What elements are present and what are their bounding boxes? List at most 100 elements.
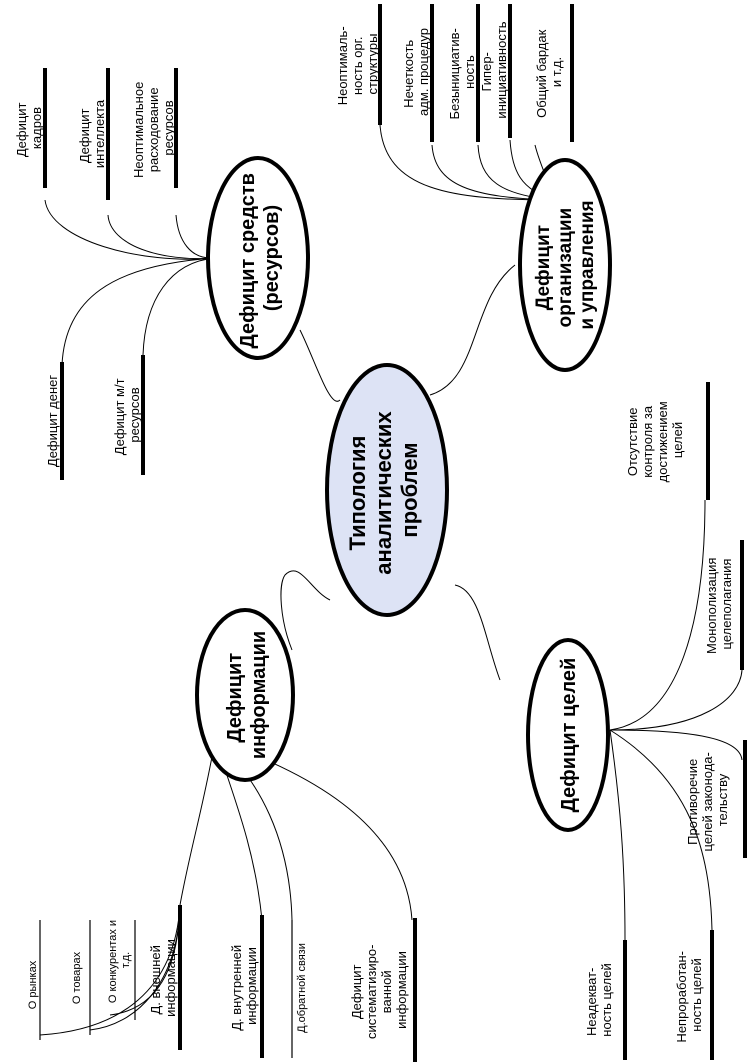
leaf-info-systematized-line-3: ванной: [379, 970, 394, 1013]
leaf-org-hyper-line-1: Гипер-: [479, 52, 494, 91]
leaf-org-initiative: Безынициатив- ность: [447, 25, 477, 120]
subleaf-goods: О товарах: [71, 951, 83, 1004]
leaf-org-procedures-line-2: адм. процедур: [416, 28, 431, 116]
leaf-goals-control-line-1: Отсутствие: [625, 408, 640, 477]
resources-line-2: (ресурсов): [261, 205, 283, 311]
resources-title: Дефицит средств (ресурсов): [237, 167, 283, 348]
node-goals: Дефицит целей: [526, 638, 610, 832]
connector-center-resources: [299, 329, 341, 402]
leaf-goals-law-line-3: тельству: [715, 773, 730, 826]
node-organization: Дефицит организации и управления: [518, 158, 612, 372]
leaf-goals-control-line-2: контроля за: [640, 405, 655, 478]
resources-line-1: Дефицит средств: [237, 173, 259, 348]
leaf-bars: [39, 4, 747, 1062]
leaf-info-systematized-line-1: Дефицит: [349, 964, 364, 1019]
connector-info-external: [179, 739, 216, 906]
information-title: Дефицит информации: [224, 631, 270, 759]
goals-line-1: Дефицит целей: [558, 658, 580, 813]
connector-center-information: [280, 570, 331, 651]
leaf-info-external-line-1: Д. внешней: [148, 945, 163, 1014]
leaf-res-cadres-line-1: Дефицит: [14, 102, 29, 157]
subleaf-goods-line-1: О товарах: [71, 951, 83, 1004]
leaf-labels: Дефицит кадров Дефицит интеллекта Неопти…: [14, 21, 734, 1042]
leaf-org-structure: Неоптималь- ность орг. структуры: [335, 23, 380, 106]
connector-center-organization: [429, 264, 516, 396]
leaf-goals-control-line-4: целей: [670, 422, 685, 458]
leaf-goals-unworked-line-2: ность целей: [689, 958, 704, 1031]
connector-res-money: [61, 257, 216, 366]
leaf-org-initiative-line-2: ность: [462, 55, 477, 89]
organization-ellipse: [518, 158, 612, 372]
center-line-2: аналитических: [371, 411, 396, 575]
connector-res-intellect: [107, 214, 216, 260]
organization-line-3: и управления: [577, 200, 598, 329]
leaf-goals-inadequate-line-2: ность целей: [599, 963, 614, 1036]
connector-res-materials: [142, 257, 216, 356]
leaf-res-money: Дефицит денег: [45, 375, 60, 467]
leaf-goals-law-line-1: Противоречие: [685, 759, 700, 845]
leaf-goals-inadequate-line-1: Неадекват-: [584, 968, 599, 1036]
leaf-info-systematized-line-4: информации: [394, 951, 409, 1029]
leaf-res-cadres: Дефицит кадров: [14, 99, 44, 157]
connector-center-goals: [454, 584, 501, 681]
leaf-goals-control-line-3: достижением: [655, 401, 670, 482]
node-resources: Дефицит средств (ресурсов): [206, 156, 310, 360]
leaf-org-mess: Общий бардак и т.д.: [534, 26, 564, 118]
connector-org-structure: [379, 124, 556, 201]
organization-line-1: Дефицит: [533, 225, 554, 310]
leaf-goals-unworked-line-1: Непроработан-: [674, 951, 689, 1043]
leaf-org-hyper: Гипер- инициативность: [479, 21, 509, 118]
center-ellipse: [325, 363, 449, 617]
leaf-info-feedback: Д.обратной связи: [296, 943, 308, 1033]
center-node: Типология аналитических проблем: [325, 363, 449, 617]
leaf-res-intellect-line-2: интеллекта: [92, 99, 107, 168]
leaf-res-materials: Дефицит м/т ресурсов: [112, 375, 142, 455]
connector-goals-control: [609, 499, 706, 731]
information-line-2: информации: [248, 631, 270, 759]
leaf-info-systematized: Дефицит систематизиро- ванной информации: [349, 941, 409, 1039]
organization-line-2: организации: [555, 208, 576, 328]
leaf-org-procedures-line-1: Нечеткость: [401, 40, 416, 108]
leaf-goals-inadequate: Неадекват- ность целей: [584, 963, 614, 1036]
subleaf-markets: О рынках: [27, 960, 39, 1009]
goals-title: Дефицит целей: [558, 658, 580, 813]
leaf-res-cadres-line-2: кадров: [29, 107, 44, 149]
leaf-org-mess-line-2: и т.д.: [549, 57, 564, 87]
connector-sub-markets: [39, 904, 181, 1036]
connector-goals-inadequate: [609, 729, 626, 941]
leaf-goals-control: Отсутствие контроля за достижением целей: [625, 398, 685, 483]
information-line-1: Дефицит: [224, 653, 246, 743]
leaf-info-internal-line-1: Д. внутренней: [229, 945, 244, 1031]
subleaf-competitors: О конкурентах и т.д.: [107, 917, 132, 1003]
leaf-org-initiative-line-1: Безынициатив-: [447, 28, 462, 119]
leaf-goals-law-line-2: целей законода-: [700, 752, 715, 851]
leaf-org-structure-line-1: Неоптималь-: [335, 26, 350, 105]
leaf-goals-law: Противоречие целей законода- тельству: [685, 749, 730, 852]
subleaf-competitors-line-1: О конкурентах и: [107, 920, 119, 1003]
leaf-res-spending-line-2: расходование: [146, 87, 161, 172]
leaf-goals-monopoly: Монополизация целеполагания: [704, 554, 734, 654]
leaf-info-systematized-line-2: систематизиро-: [364, 945, 379, 1039]
node-information: Дефицит информации: [195, 608, 295, 782]
leaf-info-internal: Д. внутренней информации: [229, 941, 259, 1031]
leaf-org-hyper-line-2: инициативность: [494, 21, 509, 118]
leaf-info-feedback-line-1: Д.обратной связи: [296, 943, 308, 1033]
resources-ellipse: [206, 156, 310, 360]
leaf-res-intellect: Дефицит интеллекта: [77, 99, 107, 168]
connector-goals-monopoly: [609, 669, 743, 731]
leaf-info-external-line-2: информации: [163, 939, 178, 1017]
leaf-res-spending-line-1: Неоптимальное: [131, 82, 146, 178]
connector-goals-unworked: [609, 729, 713, 931]
leaf-goals-unworked: Непроработан- ность целей: [674, 947, 704, 1042]
leaf-res-spending-line-3: ресурсов: [161, 100, 176, 155]
organization-title: Дефицит организации и управления: [533, 200, 598, 329]
leaf-goals-monopoly-line-2: целеполагания: [719, 559, 734, 650]
connector-org-procedures: [431, 144, 556, 201]
leaf-res-intellect-line-1: Дефицит: [77, 108, 92, 163]
subleaf-markets-line-1: О рынках: [27, 960, 39, 1009]
leaf-res-spending: Неоптимальное расходование ресурсов: [131, 78, 176, 178]
leaf-info-internal-line-2: информации: [244, 947, 259, 1025]
center-title: Типология аналитических проблем: [345, 405, 422, 574]
leaf-org-mess-line-1: Общий бардак: [534, 29, 549, 118]
